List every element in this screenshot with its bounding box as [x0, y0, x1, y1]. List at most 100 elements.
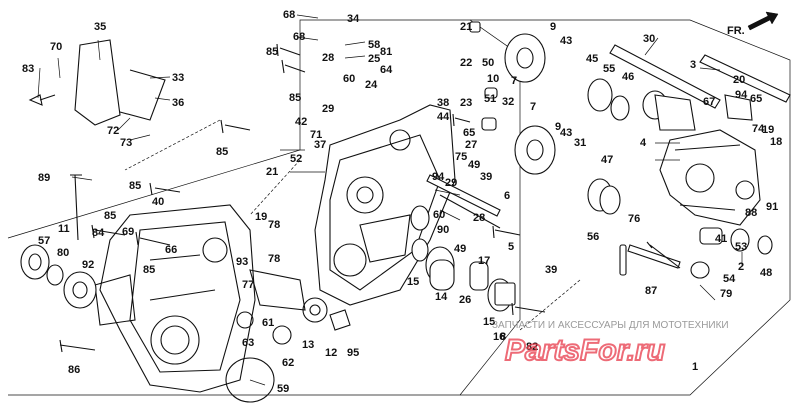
callout-53: 53 — [735, 241, 747, 253]
callout-15b: 15 — [483, 316, 495, 328]
callout-11: 11 — [58, 223, 70, 235]
callout-90: 90 — [437, 224, 449, 236]
callout-2: 2 — [738, 261, 744, 273]
callout-85a: 85 — [266, 46, 278, 58]
callout-5: 5 — [508, 241, 514, 253]
callout-84: 84 — [92, 227, 105, 239]
callout-21b: 21 — [266, 166, 278, 178]
callout-21: 21 — [460, 21, 472, 33]
callout-19b: 19 — [762, 124, 774, 136]
callout-85e: 85 — [104, 210, 116, 222]
callout-9b: 9 — [555, 121, 561, 133]
callout-81: 81 — [380, 46, 392, 58]
callout-13: 13 — [302, 339, 314, 351]
left-crankcase-cover — [94, 204, 256, 393]
callout-60: 60 — [343, 73, 355, 85]
callout-26: 26 — [459, 294, 471, 306]
callout-66: 66 — [165, 244, 177, 256]
callout-65b: 65 — [750, 93, 762, 105]
callout-28b: 28 — [473, 212, 485, 224]
callout-36: 36 — [172, 97, 184, 109]
callout-49b: 49 — [454, 243, 466, 255]
callout-43b: 43 — [560, 127, 572, 139]
callout-94b: 94 — [735, 89, 748, 101]
callout-50: 50 — [482, 57, 494, 69]
callout-55: 55 — [603, 63, 615, 75]
callout-85b: 85 — [289, 92, 301, 104]
gears-and-bearings — [20, 21, 773, 403]
callout-28: 28 — [322, 52, 334, 64]
callout-29: 29 — [322, 103, 334, 115]
callout-68: 68 — [283, 9, 295, 21]
callout-94a: 94 — [432, 171, 445, 183]
callout-80: 80 — [57, 247, 69, 259]
callout-63: 63 — [242, 337, 254, 349]
callout-7: 7 — [511, 75, 517, 87]
callout-56: 56 — [587, 231, 599, 243]
callout-89: 89 — [38, 172, 50, 184]
callout-59: 59 — [277, 383, 289, 395]
callout-75: 75 — [455, 151, 467, 163]
callout-labels: 1 2 3 4 5 6 7 7 8 9 9 10 11 12 13 14 15 … — [22, 9, 782, 395]
callout-85f: 85 — [143, 264, 155, 276]
callout-65: 65 — [463, 127, 475, 139]
callout-69: 69 — [122, 226, 134, 238]
callout-82: 82 — [526, 341, 538, 353]
callout-17: 17 — [478, 255, 490, 267]
callout-58: 58 — [368, 39, 380, 51]
callout-93: 93 — [236, 256, 248, 268]
callout-19: 19 — [255, 211, 267, 223]
right-transmission-case — [659, 129, 761, 226]
callout-92: 92 — [82, 259, 94, 271]
callout-62: 62 — [282, 357, 294, 369]
leader-lines — [37, 14, 743, 386]
callout-8: 8 — [500, 331, 506, 343]
callout-32: 32 — [502, 96, 514, 108]
callout-72: 72 — [107, 125, 119, 137]
callout-25: 25 — [368, 53, 380, 65]
watermark-logo: PartsFor.ru — [505, 334, 665, 367]
callout-77: 77 — [242, 279, 254, 291]
callout-9: 9 — [550, 21, 556, 33]
bolts — [28, 43, 681, 353]
callout-83: 83 — [22, 63, 34, 75]
callout-44: 44 — [437, 111, 450, 123]
callout-88: 88 — [745, 207, 757, 219]
callout-23: 23 — [460, 97, 472, 109]
callout-68b: 68 — [293, 31, 305, 43]
callout-27: 27 — [465, 139, 477, 151]
callout-71: 71 — [310, 129, 322, 141]
callout-6: 6 — [504, 190, 510, 202]
callout-86: 86 — [68, 364, 80, 376]
callout-61: 61 — [262, 317, 274, 329]
callout-12: 12 — [325, 347, 337, 359]
watermark-caption: ЗАПЧАСТИ И АКСЕССУАРЫ ДЛЯ МОТОТЕХНИКИ — [492, 320, 729, 331]
callout-87: 87 — [645, 285, 657, 297]
callout-16: 16 — [493, 331, 505, 343]
callout-43: 43 — [560, 35, 572, 47]
callout-37: 37 — [314, 139, 326, 151]
callout-14: 14 — [435, 291, 448, 303]
callout-45: 45 — [586, 53, 598, 65]
callout-33: 33 — [172, 72, 184, 84]
callout-78b: 78 — [268, 253, 280, 265]
callout-52: 52 — [290, 153, 302, 165]
callout-10: 10 — [487, 73, 499, 85]
callout-24: 24 — [365, 79, 378, 91]
callout-67: 67 — [703, 96, 715, 108]
callout-47: 47 — [601, 154, 613, 166]
front-direction-indicator: FR. — [727, 11, 779, 37]
callout-57: 57 — [38, 235, 50, 247]
callout-4: 4 — [640, 137, 647, 149]
callout-40: 40 — [152, 196, 164, 208]
callout-22: 22 — [460, 57, 472, 69]
callout-49: 49 — [468, 159, 480, 171]
callout-54: 54 — [723, 273, 736, 285]
callout-20: 20 — [733, 74, 745, 86]
callout-78: 78 — [268, 219, 280, 231]
callout-30: 30 — [643, 33, 655, 45]
callout-42: 42 — [295, 116, 307, 128]
callout-60b: 60 — [433, 209, 445, 221]
callout-70: 70 — [50, 41, 62, 53]
